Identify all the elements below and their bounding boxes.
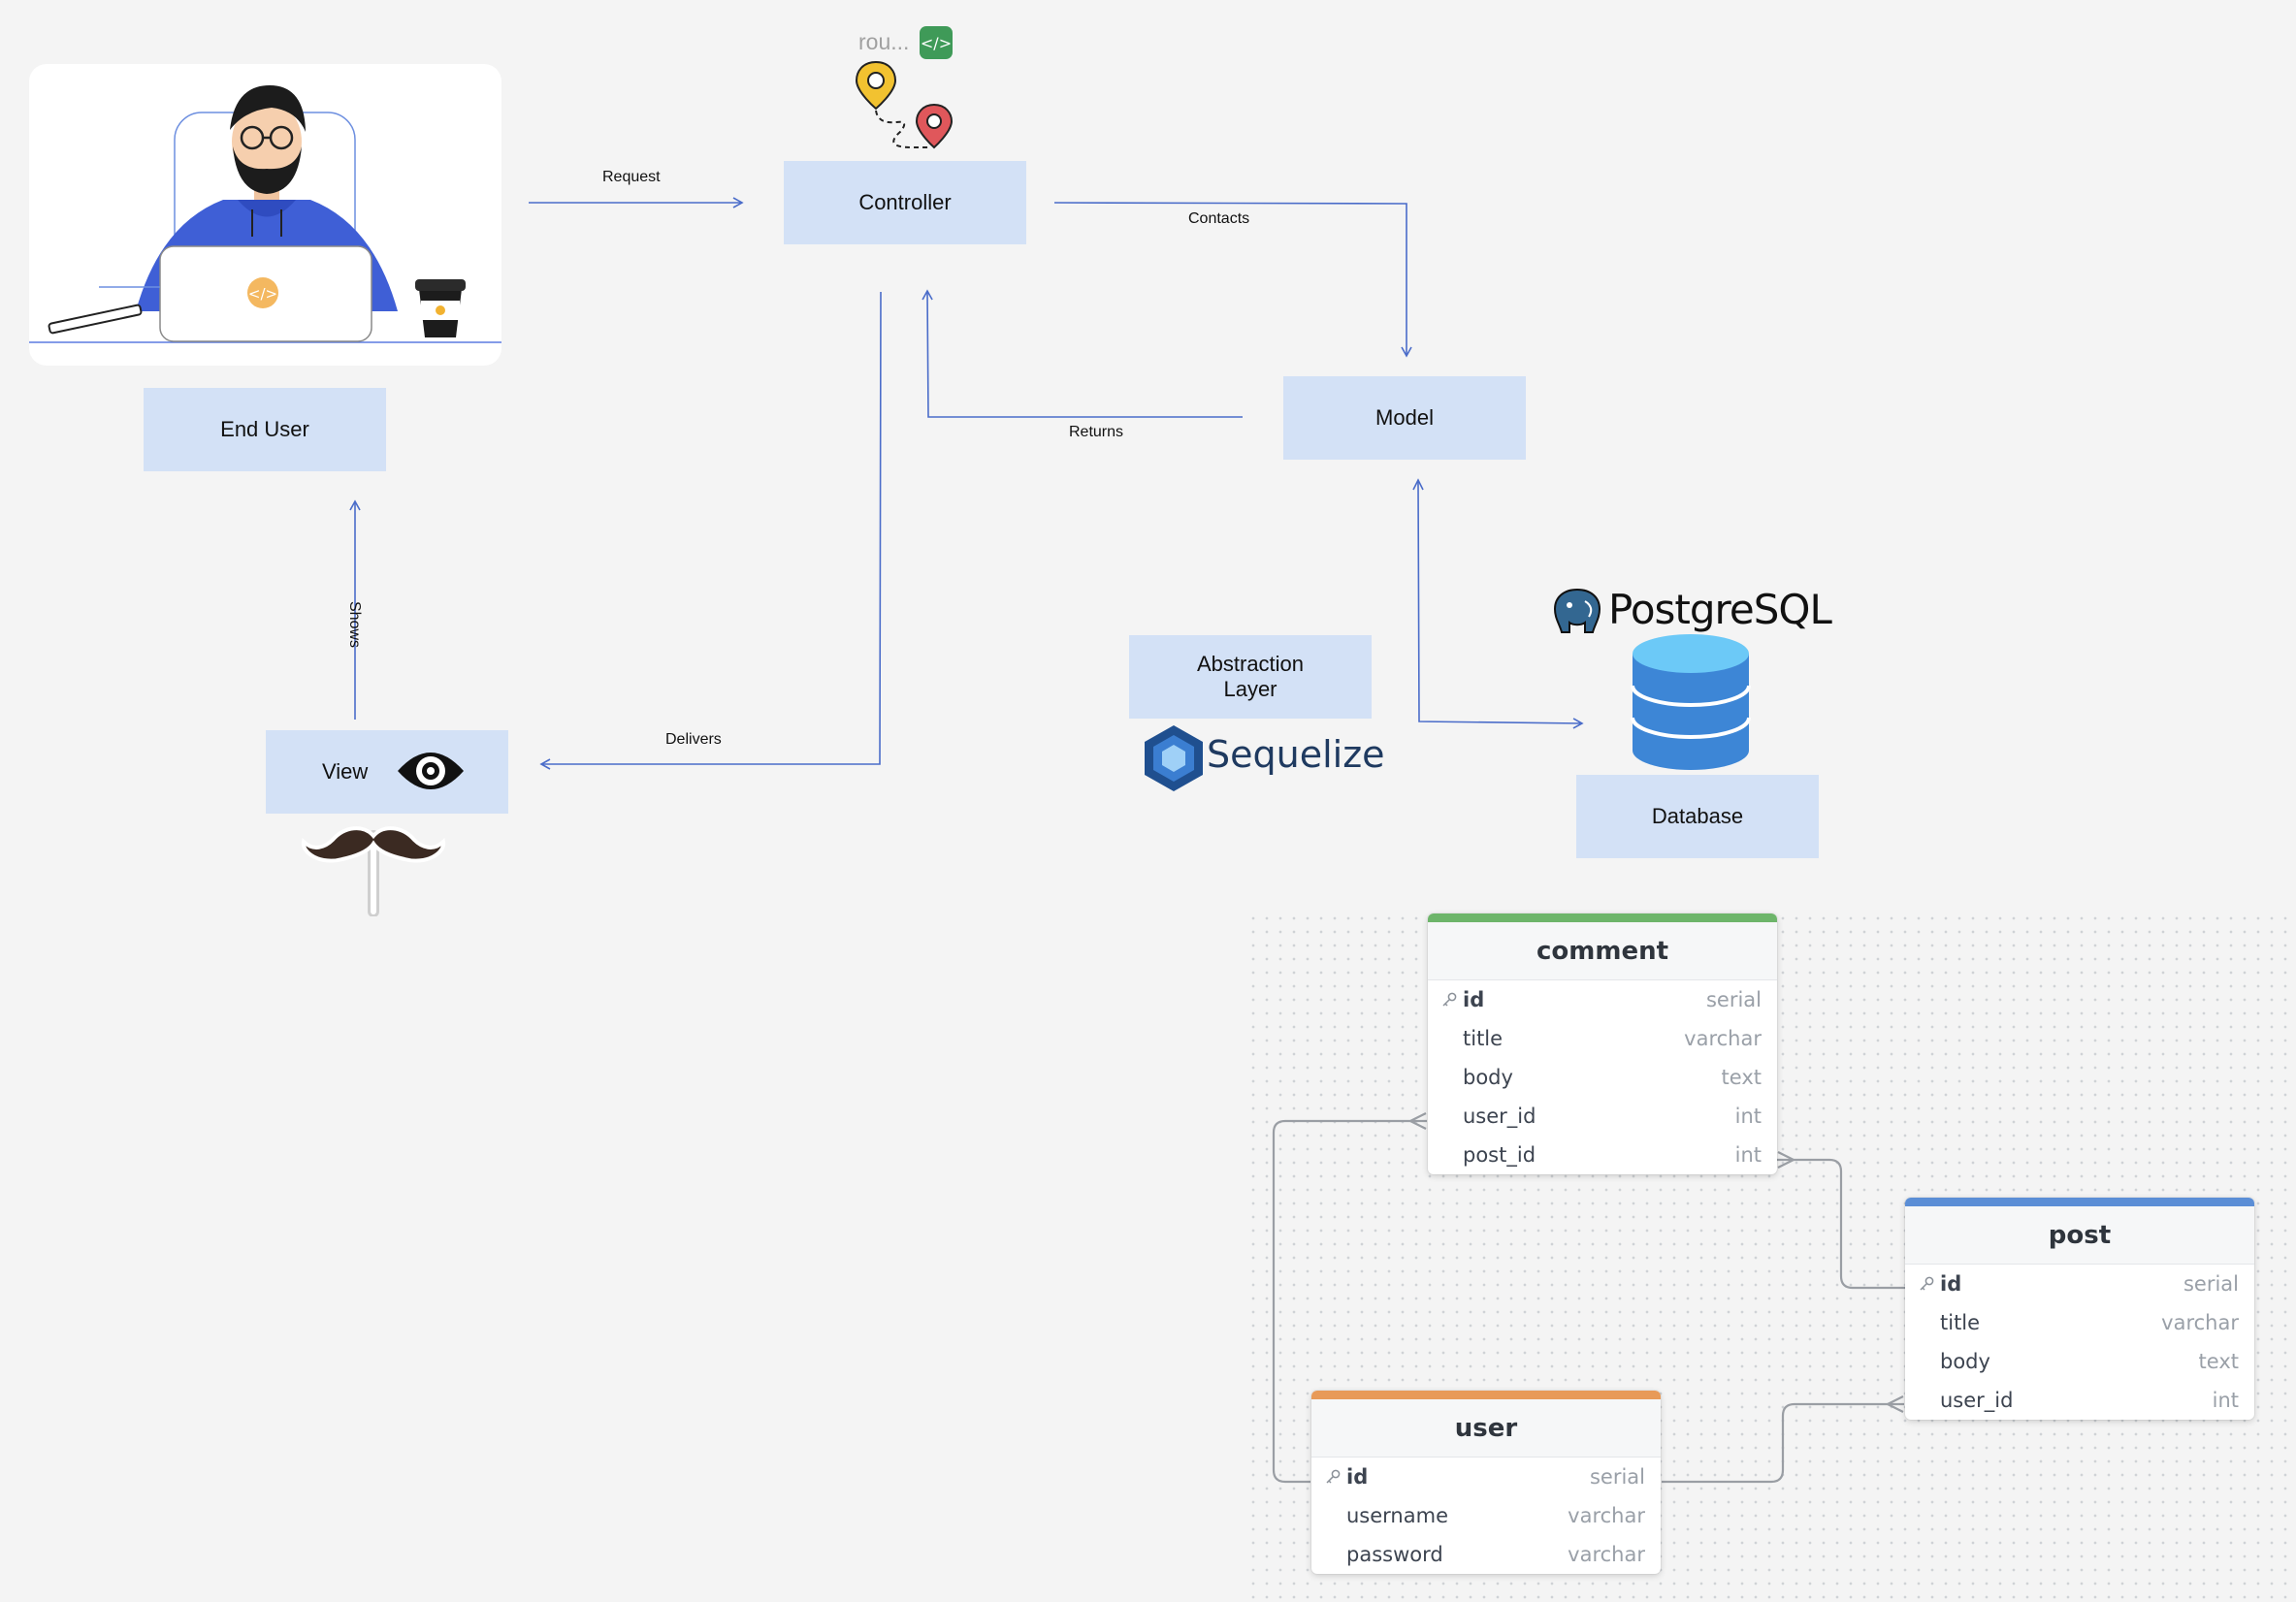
column-name: post_id <box>1463 1143 1536 1167</box>
column-name: id <box>1346 1465 1369 1489</box>
column-name: password <box>1346 1543 1443 1566</box>
table-row[interactable]: user_id int <box>1428 1097 1777 1136</box>
database-node[interactable]: Database <box>1576 775 1819 858</box>
column-type: int <box>2212 1389 2239 1412</box>
column-type: varchar <box>1568 1543 1645 1566</box>
svg-text:</>: </> <box>921 34 952 52</box>
model-node[interactable]: Model <box>1283 376 1526 460</box>
table-row[interactable]: title varchar <box>1905 1303 2254 1342</box>
sequelize-logo-icon <box>1145 725 1203 791</box>
column-name: title <box>1940 1311 1981 1334</box>
delivers-label: Delivers <box>665 731 722 748</box>
model-database-start-arrowhead <box>1412 478 1424 491</box>
column-type: serial <box>1705 988 1762 1011</box>
table-row[interactable]: title varchar <box>1428 1019 1777 1058</box>
column-type: int <box>1734 1105 1762 1128</box>
table-row[interactable]: password varchar <box>1311 1535 1661 1574</box>
table-row[interactable]: id serial <box>1311 1458 1661 1496</box>
table-color-bar <box>1905 1198 2254 1206</box>
database-cylinder-icon <box>1631 634 1751 770</box>
request-label: Request <box>602 169 661 185</box>
primary-key-icon <box>1442 992 1457 1007</box>
column-name: body <box>1463 1066 1513 1089</box>
developer-illustration: </> <box>29 85 501 343</box>
column-name: id <box>1940 1272 1962 1296</box>
table-title: comment <box>1428 922 1777 980</box>
primary-key-icon <box>1920 1276 1934 1291</box>
table-row[interactable]: id serial <box>1428 980 1777 1019</box>
table-color-bar <box>1311 1391 1661 1399</box>
end-user-node[interactable]: End User <box>144 388 386 471</box>
column-name: body <box>1940 1350 1990 1373</box>
model-label: Model <box>1375 405 1434 430</box>
column-type: int <box>1734 1143 1762 1167</box>
svg-text:</>: </> <box>248 285 277 303</box>
controller-node[interactable]: Controller <box>784 161 1026 244</box>
column-type: serial <box>1589 1465 1645 1489</box>
view-node[interactable]: View <box>266 730 508 814</box>
end-user-label: End User <box>220 417 309 441</box>
postgresql-elephant-icon <box>1553 588 1601 633</box>
column-name: user_id <box>1463 1105 1536 1128</box>
end-user-illustration: </> <box>29 64 501 366</box>
table-color-bar <box>1428 913 1777 922</box>
table-row[interactable]: id serial <box>1905 1265 2254 1303</box>
abstraction-layer-label: Abstraction Layer <box>1196 652 1305 701</box>
delivers-arrow <box>539 291 882 770</box>
routes-label: rou... <box>858 29 910 54</box>
column-type: varchar <box>1568 1504 1645 1527</box>
table-row[interactable]: username varchar <box>1311 1496 1661 1535</box>
column-type: text <box>2198 1350 2239 1373</box>
abstraction-layer-node[interactable]: Abstraction Layer <box>1129 635 1372 719</box>
returns-arrow <box>922 289 1243 418</box>
column-name: username <box>1346 1504 1448 1527</box>
postgresql-logo-text: PostgreSQL <box>1608 586 1832 633</box>
column-type: serial <box>2183 1272 2239 1296</box>
shows-label: Shows <box>346 601 363 649</box>
mustache-icon <box>301 826 446 916</box>
column-name: title <box>1463 1027 1504 1050</box>
route-map-icon <box>855 60 954 149</box>
returns-label: Returns <box>1069 424 1124 440</box>
controller-label: Controller <box>858 190 952 214</box>
view-label: View <box>322 759 369 784</box>
er-table-post[interactable]: post id serial title varchar body text u… <box>1905 1198 2254 1420</box>
column-name: id <box>1463 988 1485 1011</box>
column-type: text <box>1721 1066 1762 1089</box>
column-type: varchar <box>1684 1027 1762 1050</box>
table-row[interactable]: body text <box>1428 1058 1777 1097</box>
table-row[interactable]: user_id int <box>1905 1381 2254 1420</box>
contacts-label: Contacts <box>1188 210 1250 227</box>
code-badge-icon: </> <box>920 26 953 59</box>
er-table-comment[interactable]: comment id serial title varchar body tex… <box>1428 913 1777 1174</box>
table-row[interactable]: body text <box>1905 1342 2254 1381</box>
column-type: varchar <box>2161 1311 2239 1334</box>
er-table-user[interactable]: user id serial username varchar password… <box>1311 1391 1661 1574</box>
eye-icon <box>398 753 464 789</box>
table-row[interactable]: post_id int <box>1428 1136 1777 1174</box>
table-title: post <box>1905 1206 2254 1265</box>
column-name: user_id <box>1940 1389 2014 1412</box>
primary-key-icon <box>1326 1469 1341 1484</box>
table-title: user <box>1311 1399 1661 1458</box>
sequelize-logo-text: Sequelize <box>1207 733 1385 776</box>
database-label: Database <box>1651 804 1744 828</box>
